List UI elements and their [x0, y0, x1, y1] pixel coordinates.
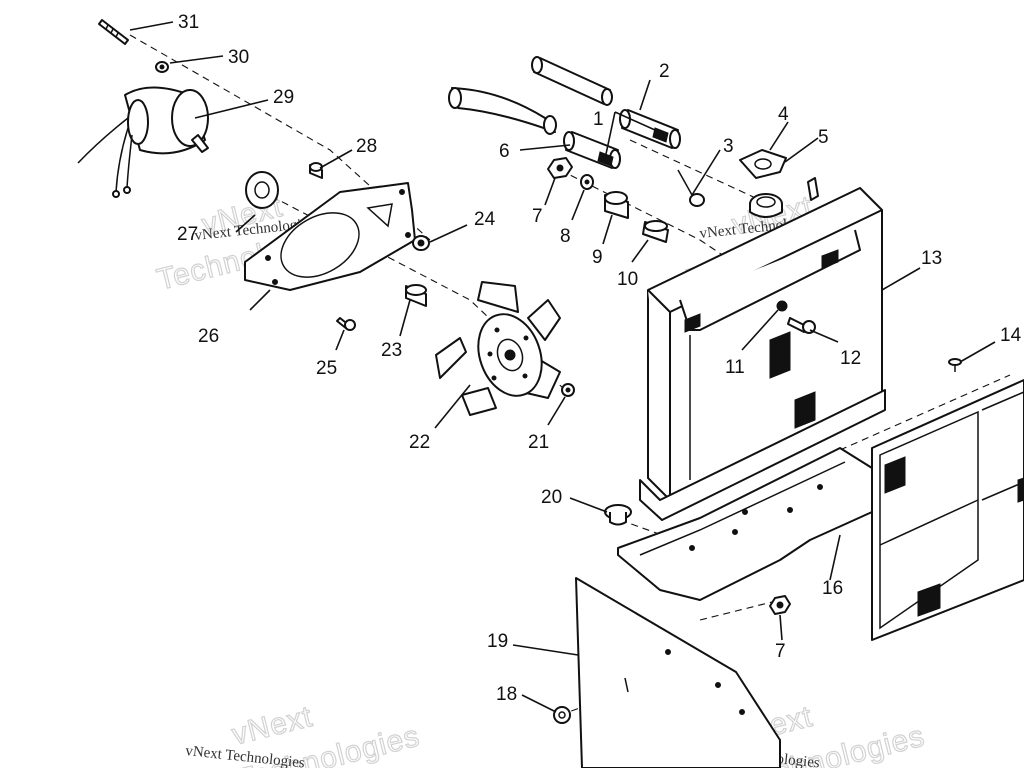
- screen-panel-right: [871, 379, 1024, 641]
- callout-11: 11: [725, 357, 745, 378]
- callout-29: 29: [273, 87, 294, 108]
- nut-21: [561, 383, 575, 397]
- nut-18: [553, 706, 571, 724]
- callout-24: 24: [474, 209, 496, 230]
- grommet-9: [604, 191, 629, 219]
- bushing-27: [245, 171, 279, 209]
- callout-5: 5: [818, 127, 829, 148]
- callout-30: 30: [228, 47, 249, 68]
- hose-upper: [448, 87, 557, 135]
- washer-30: [155, 61, 169, 73]
- washer-8: [580, 174, 594, 190]
- nut-7-lower: [769, 595, 791, 615]
- callout-12: 12: [840, 348, 861, 369]
- callout-26: 26: [198, 326, 219, 347]
- callout-4: 4: [778, 104, 789, 125]
- callout-18: 18: [496, 684, 517, 705]
- callout-25: 25: [316, 358, 337, 379]
- callout-6: 6: [499, 141, 510, 162]
- leader-lines: [129, 21, 996, 713]
- bolt-31: [98, 19, 129, 45]
- shroud-16: [617, 447, 873, 601]
- callout-31: 31: [178, 12, 199, 33]
- callout-9: 9: [592, 247, 603, 268]
- hose-lower: [531, 56, 613, 106]
- radiator-13: [639, 177, 886, 521]
- nut-7: [547, 157, 573, 179]
- spacer-23: [405, 284, 427, 307]
- nut-24: [412, 235, 430, 251]
- callout-20: 20: [541, 487, 562, 508]
- gasket-4: [739, 149, 787, 179]
- spacer-10: [642, 220, 669, 243]
- callout-7: 7: [532, 206, 543, 227]
- spacer-28: [309, 162, 323, 179]
- callout-23: 23: [381, 340, 402, 361]
- callout-8: 8: [560, 226, 571, 247]
- screw-25: [336, 317, 356, 331]
- bolt-12: [787, 317, 816, 334]
- screw-14: [948, 358, 962, 372]
- radiator-cap-5: [749, 193, 783, 218]
- callout-1: 1: [593, 109, 604, 130]
- watermark-vnext: vNext: [229, 700, 316, 752]
- callout-14: 14: [1000, 325, 1022, 346]
- callout-labels: 31 30 29 28 27 26 24 25 23 22 21 1 2 3 4…: [177, 12, 1022, 705]
- callout-7-lower: 7: [775, 641, 786, 662]
- callout-19: 19: [487, 631, 508, 652]
- callout-27: 27: [177, 224, 198, 245]
- fan-blade-22: [435, 281, 561, 416]
- callout-3: 3: [723, 136, 734, 157]
- callout-2: 2: [659, 61, 670, 82]
- hose-2: [619, 109, 681, 149]
- hose-clamp-1: [597, 127, 669, 167]
- side-panel-19: [575, 577, 781, 768]
- grommet-20: [604, 504, 632, 526]
- screw-3: [677, 169, 705, 207]
- fan-motor-29: [77, 86, 209, 198]
- callout-22: 22: [409, 432, 430, 453]
- callout-10: 10: [617, 269, 638, 290]
- callout-28: 28: [356, 136, 377, 157]
- callout-21: 21: [528, 432, 549, 453]
- callout-16: 16: [822, 578, 843, 599]
- callout-13: 13: [921, 248, 942, 269]
